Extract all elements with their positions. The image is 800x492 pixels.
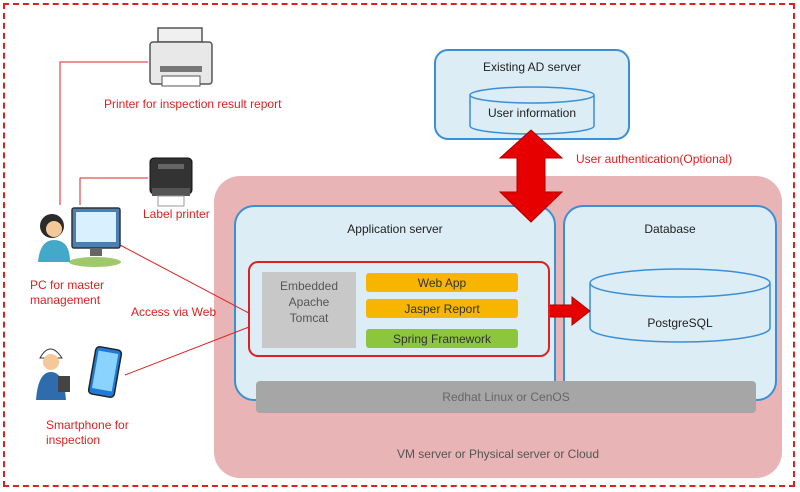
smartphone-label-line-1: Smartphone for — [46, 418, 129, 432]
user-auth-double-arrow — [498, 129, 564, 223]
postgresql-cylinder — [589, 268, 771, 343]
pc-user-icon — [38, 207, 121, 267]
spring-framework-bar: Spring Framework — [366, 329, 518, 348]
embedded-tomcat-box: Embedded Apache Tomcat — [262, 272, 356, 348]
smartphone-access-line — [124, 321, 263, 376]
pc-access-line — [119, 244, 263, 321]
ad-server-title: Existing AD server — [482, 60, 582, 74]
app-server-title: Application server — [347, 222, 443, 236]
smartphone-label: Smartphone for inspection — [46, 418, 129, 448]
web-app-bar: Web App — [366, 273, 518, 292]
postgresql-label: PostgreSQL — [647, 316, 713, 330]
dashed-frame — [3, 3, 795, 487]
label-printer-connector — [79, 177, 148, 205]
pc-label-line-2: management — [30, 293, 101, 307]
vm-label: VM server or Physical server or Cloud — [396, 447, 600, 461]
tomcat-line-2: Apache — [288, 295, 330, 309]
printer-report-label: Printer for inspection result report — [104, 97, 282, 111]
printer-icon — [149, 27, 213, 87]
label-printer-icon — [149, 157, 193, 207]
pc-label-line-1: PC for master — [30, 278, 105, 292]
smartphone-user-icon — [36, 345, 123, 400]
tomcat-line-3: Tomcat — [289, 311, 329, 325]
os-bar: Redhat Linux or CenOS — [256, 381, 756, 413]
user-information-cylinder — [469, 86, 595, 135]
tomcat-line-1: Embedded — [279, 279, 339, 293]
printer-connector — [59, 61, 148, 205]
smartphone-label-line-2: inspection — [46, 433, 101, 447]
pc-label: PC for master management — [30, 278, 104, 308]
database-title: Database — [644, 222, 696, 236]
user-information-label: User information — [487, 106, 577, 120]
user-auth-label: User authentication(Optional) — [576, 152, 733, 166]
access-web-label: Access via Web — [131, 305, 217, 319]
label-printer-label: Label printer — [143, 207, 210, 221]
jasper-report-bar: Jasper Report — [366, 299, 518, 318]
